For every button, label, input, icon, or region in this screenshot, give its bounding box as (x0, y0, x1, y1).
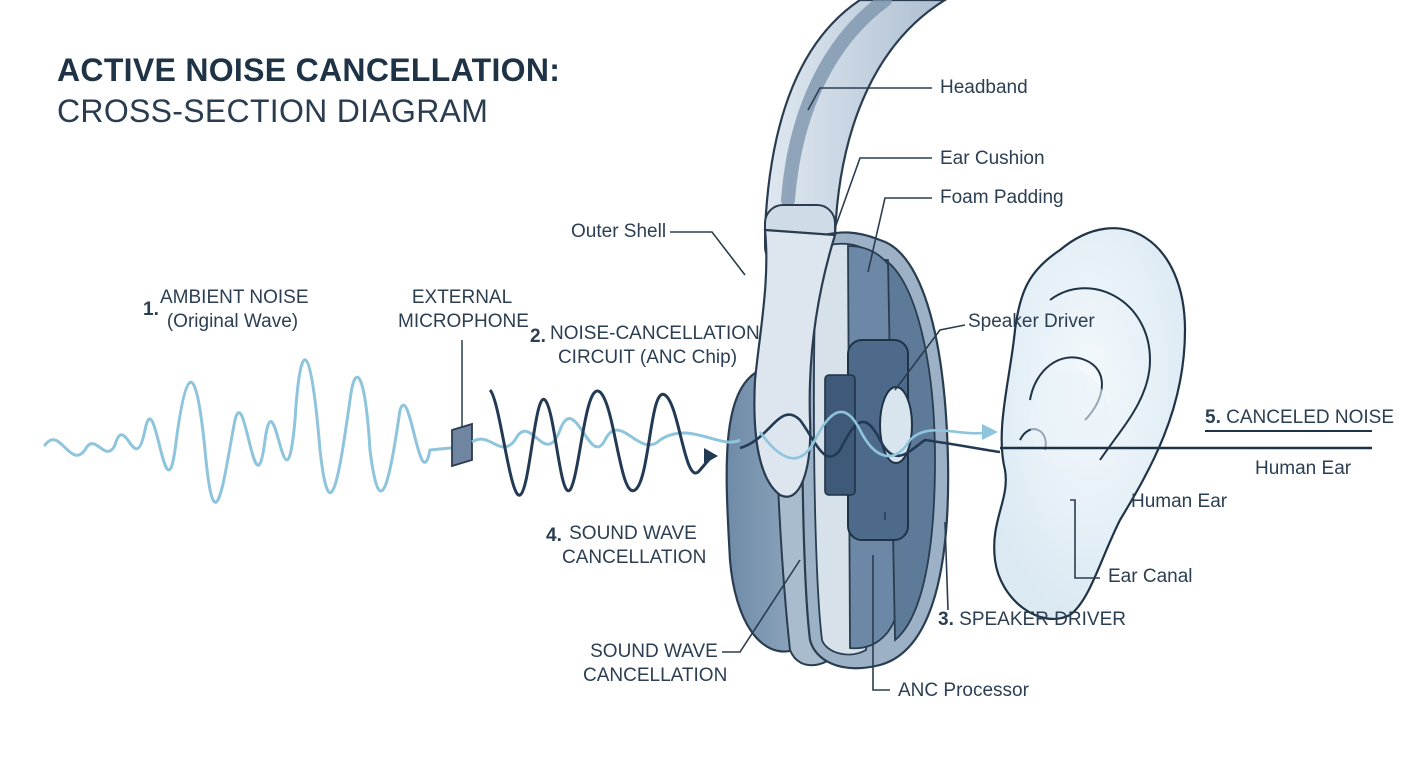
speaker-driver-callout: Speaker Driver (968, 311, 1095, 332)
ear-cushion-callout: Ear Cushion (940, 148, 1045, 169)
cancellation-wave-dark (739, 413, 1001, 458)
foam-padding-callout: Foam Padding (940, 187, 1064, 208)
human-ear-callout-2: Human Ear (1131, 491, 1228, 512)
leader-lines (670, 87, 1100, 691)
ear-canal-callout: Ear Canal (1108, 566, 1193, 587)
anc-processor-callout: ANC Processor (898, 680, 1029, 701)
headband-illustration (763, 0, 948, 266)
noise-wave-continued (471, 417, 741, 449)
step-1-number: 1. (143, 299, 159, 320)
ambient-noise-wave (43, 358, 452, 504)
anti-noise-wave (488, 388, 714, 497)
step-4-number: 4. (546, 525, 562, 546)
step-2-number: 2. (530, 326, 546, 347)
wave-arrow-icon (704, 448, 718, 464)
step-5-label: 5. CANCELED NOISE (1205, 407, 1395, 428)
wave-arrow-light-icon (982, 424, 998, 440)
human-ear-illustration (993, 227, 1187, 621)
page-subtitle: CROSS-SECTION DIAGRAM (57, 93, 489, 129)
cancellation-wave-light (758, 410, 991, 460)
page-title: ACTIVE NOISE CANCELLATION: (57, 52, 561, 88)
step-3-label: 3. SPEAKER DRIVER (938, 609, 1126, 630)
step-1-label: AMBIENT NOISE(Original Wave) (160, 287, 309, 332)
headband-callout: Headband (940, 77, 1028, 98)
microphone-icon (451, 340, 473, 468)
outer-shell-callout: Outer Shell (571, 221, 667, 242)
human-ear-callout-1: Human Ear (1255, 458, 1352, 479)
